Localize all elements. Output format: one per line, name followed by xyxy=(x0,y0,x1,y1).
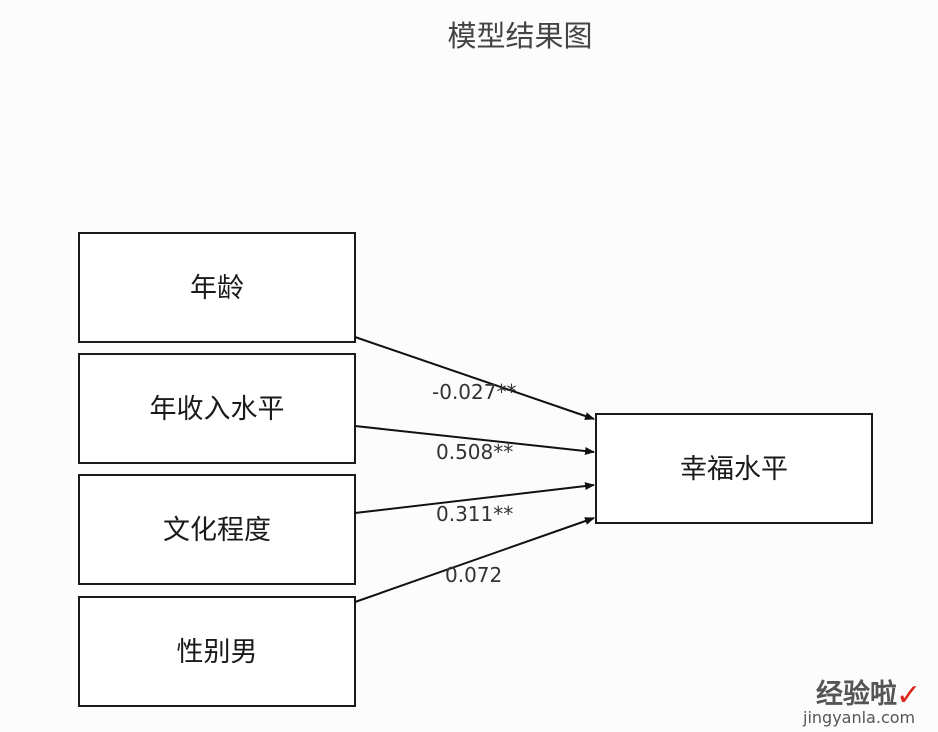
predictor-node-age: 年龄 xyxy=(78,232,356,343)
diagram-title: 模型结果图 xyxy=(447,19,592,53)
predictor-node-income: 年收入水平 xyxy=(78,353,356,464)
path-arrow-gender xyxy=(354,517,595,603)
outcome-label: 幸福水平 xyxy=(680,454,788,485)
predictor-label-gender: 性别男 xyxy=(177,637,258,668)
coef-label-age: -0.027** xyxy=(432,380,516,404)
outcome-node: 幸福水平 xyxy=(595,413,873,524)
predictor-node-education: 文化程度 xyxy=(78,474,356,585)
watermark-check-icon: ✓ xyxy=(896,678,921,713)
path-arrow-education xyxy=(354,482,595,514)
watermark-text: 经验啦 xyxy=(816,678,897,710)
coef-label-education: 0.311** xyxy=(436,502,513,526)
coef-label-gender: 0.072 xyxy=(445,563,502,587)
predictor-label-income: 年收入水平 xyxy=(150,394,285,425)
path-arrow-income xyxy=(354,425,595,456)
path-arrow-age xyxy=(354,336,595,420)
predictor-label-age: 年龄 xyxy=(190,273,244,304)
predictor-node-gender: 性别男 xyxy=(78,596,356,707)
coef-label-income: 0.508** xyxy=(436,440,513,464)
watermark-url: jingyanla.com xyxy=(802,708,915,727)
predictor-label-education: 文化程度 xyxy=(163,515,271,546)
watermark: 经验啦 ✓ jingyanla.com xyxy=(802,678,921,727)
